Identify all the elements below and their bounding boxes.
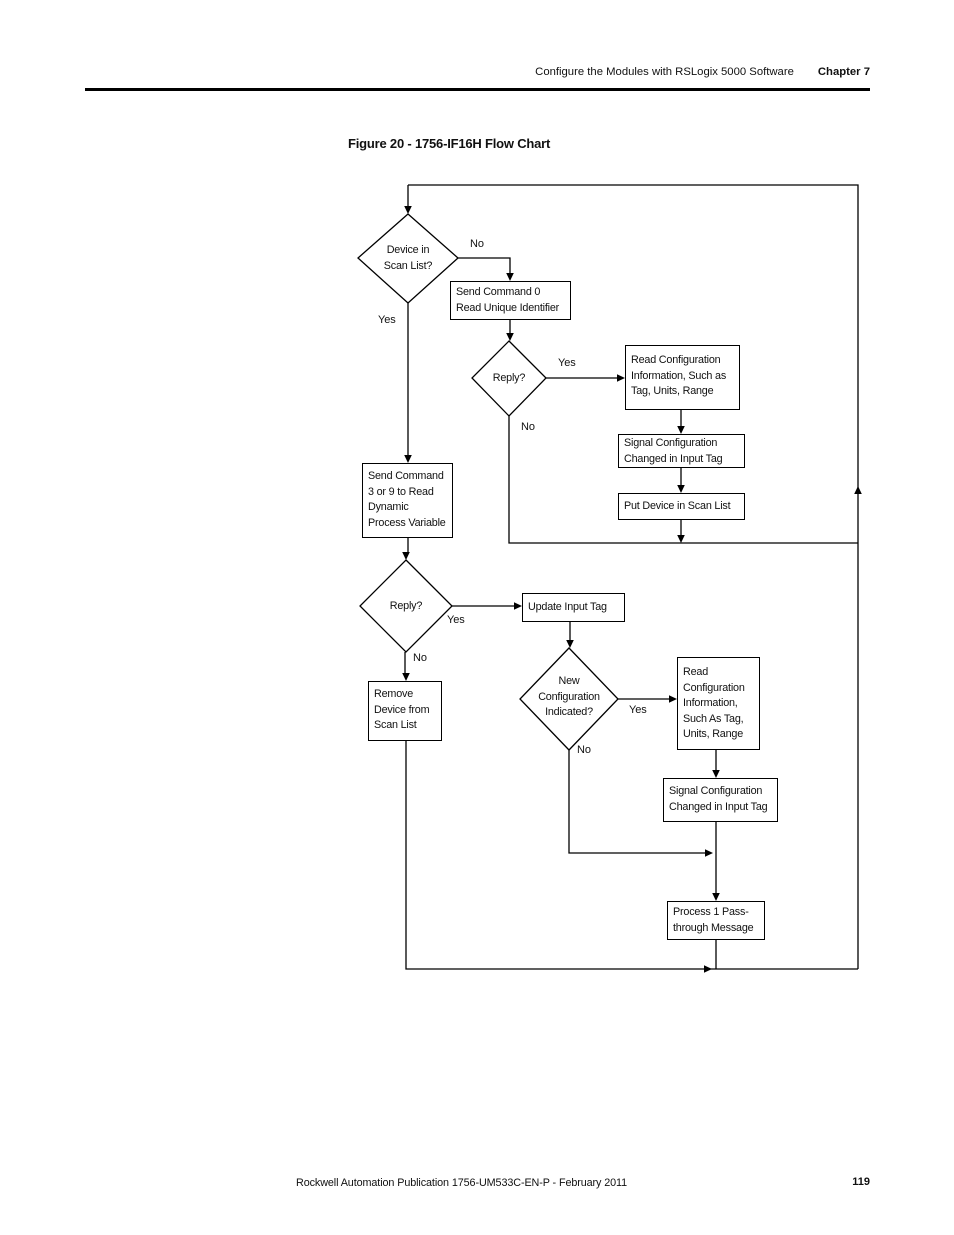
node-process-passthrough-label: Process 1 Pass- through Message <box>673 906 754 934</box>
node-signal-config-changed-1: Signal Configuration Changed in Input Ta… <box>618 434 745 468</box>
header-title: Configure the Modules with RSLogix 5000 … <box>535 66 794 78</box>
arrow-into-device-diamond <box>404 206 412 214</box>
edge-label-reply2-no: No <box>413 652 427 664</box>
wire-loop-top-right <box>408 184 859 969</box>
node-send-command-3-or-9-label: Send Command 3 or 9 to Read Dynamic Proc… <box>368 470 446 529</box>
node-put-device-in-scan-list-label: Put Device in Scan List <box>624 500 731 512</box>
decision-reply1-label: Reply? <box>492 372 526 384</box>
node-remove-device-label: Remove Device from Scan List <box>374 688 430 731</box>
diamond-new-configuration <box>519 647 619 751</box>
header-rule <box>85 88 870 91</box>
edge-label-reply1-no: No <box>521 421 535 433</box>
arrow-put-device-to-line <box>677 535 685 543</box>
arrow-into-reply2 <box>402 552 410 560</box>
wire-reply1-no-loop <box>508 416 858 544</box>
arrow-into-signal1 <box>677 426 685 434</box>
diamond-reply-2 <box>359 559 453 653</box>
arrow-into-read-config2 <box>669 695 677 703</box>
node-signal-config-changed-2-label: Signal Configuration Changed in Input Ta… <box>669 785 768 813</box>
arrowheads <box>402 206 862 973</box>
header: Configure the Modules with RSLogix 5000 … <box>535 66 870 78</box>
diamond-reply-1 <box>471 340 547 417</box>
arrow-up-right-loop <box>854 486 862 494</box>
decision-device-in-scan-list-label: Device in Scan List? <box>383 244 433 272</box>
node-read-config-info-2-label: Read Configuration Information, Such As … <box>683 666 745 740</box>
arrow-into-send-command-39 <box>404 455 412 463</box>
node-read-config-info-1-label: Read Configuration Information, Such as … <box>631 354 727 397</box>
edge-label-new-config-yes: Yes <box>629 704 647 716</box>
decision-diamonds <box>357 213 619 751</box>
arrow-no-path-junction <box>705 849 713 857</box>
node-send-command-0: Send Command 0 Read Unique Identifier <box>450 281 571 320</box>
node-signal-config-changed-2: Signal Configuration Changed in Input Ta… <box>663 778 778 822</box>
header-chapter: Chapter 7 <box>817 66 870 78</box>
diamond-device-in-scan-list <box>357 213 459 304</box>
node-update-input-tag: Update Input Tag <box>522 593 625 622</box>
figure-title: Figure 20 - 1756-IF16H Flow Chart <box>348 136 551 151</box>
arrow-into-new-config <box>566 640 574 648</box>
decision-reply2-label: Reply? <box>389 600 423 612</box>
wire-no-to-send-command-0 <box>458 257 511 274</box>
arrow-bottom-junction <box>704 965 712 973</box>
footer-publication: Rockwell Automation Publication 1756-UM5… <box>296 1177 628 1189</box>
edge-label-new-config-no: No <box>577 744 591 756</box>
arrow-into-signal2 <box>712 770 720 778</box>
arrow-into-send-command-0 <box>506 273 514 281</box>
arrow-into-read-config1 <box>617 374 625 382</box>
edge-label-reply2-yes: Yes <box>447 614 465 626</box>
footer-page-number: 119 <box>852 1176 870 1188</box>
node-remove-device: Remove Device from Scan List <box>368 681 442 741</box>
node-send-command-3-or-9: Send Command 3 or 9 to Read Dynamic Proc… <box>362 463 453 538</box>
wire-new-config-no <box>568 750 705 854</box>
wire-remove-to-bottom-loop <box>405 741 858 970</box>
node-send-command-0-label: Send Command 0 Read Unique Identifier <box>456 286 560 314</box>
arrow-into-process-passthrough <box>712 893 720 901</box>
edge-label-device-yes: Yes <box>378 314 396 326</box>
node-signal-config-changed-1-label: Signal Configuration Changed in Input Ta… <box>624 437 723 465</box>
edge-label-reply1-yes: Yes <box>558 357 576 369</box>
edge-label-device-no: No <box>470 238 484 250</box>
arrow-into-put-device <box>677 485 685 493</box>
arrow-into-reply1 <box>506 333 514 341</box>
node-read-config-info-1: Read Configuration Information, Such as … <box>625 345 740 410</box>
arrow-into-remove-device <box>402 673 410 681</box>
node-update-input-tag-label: Update Input Tag <box>528 601 607 613</box>
node-read-config-info-2: Read Configuration Information, Such As … <box>677 657 760 750</box>
arrow-into-update-input-tag <box>514 602 522 610</box>
node-process-passthrough: Process 1 Pass- through Message <box>667 901 765 940</box>
decision-new-configuration-label: New Configuration Indicated? <box>538 675 600 718</box>
node-put-device-in-scan-list: Put Device in Scan List <box>618 493 745 520</box>
